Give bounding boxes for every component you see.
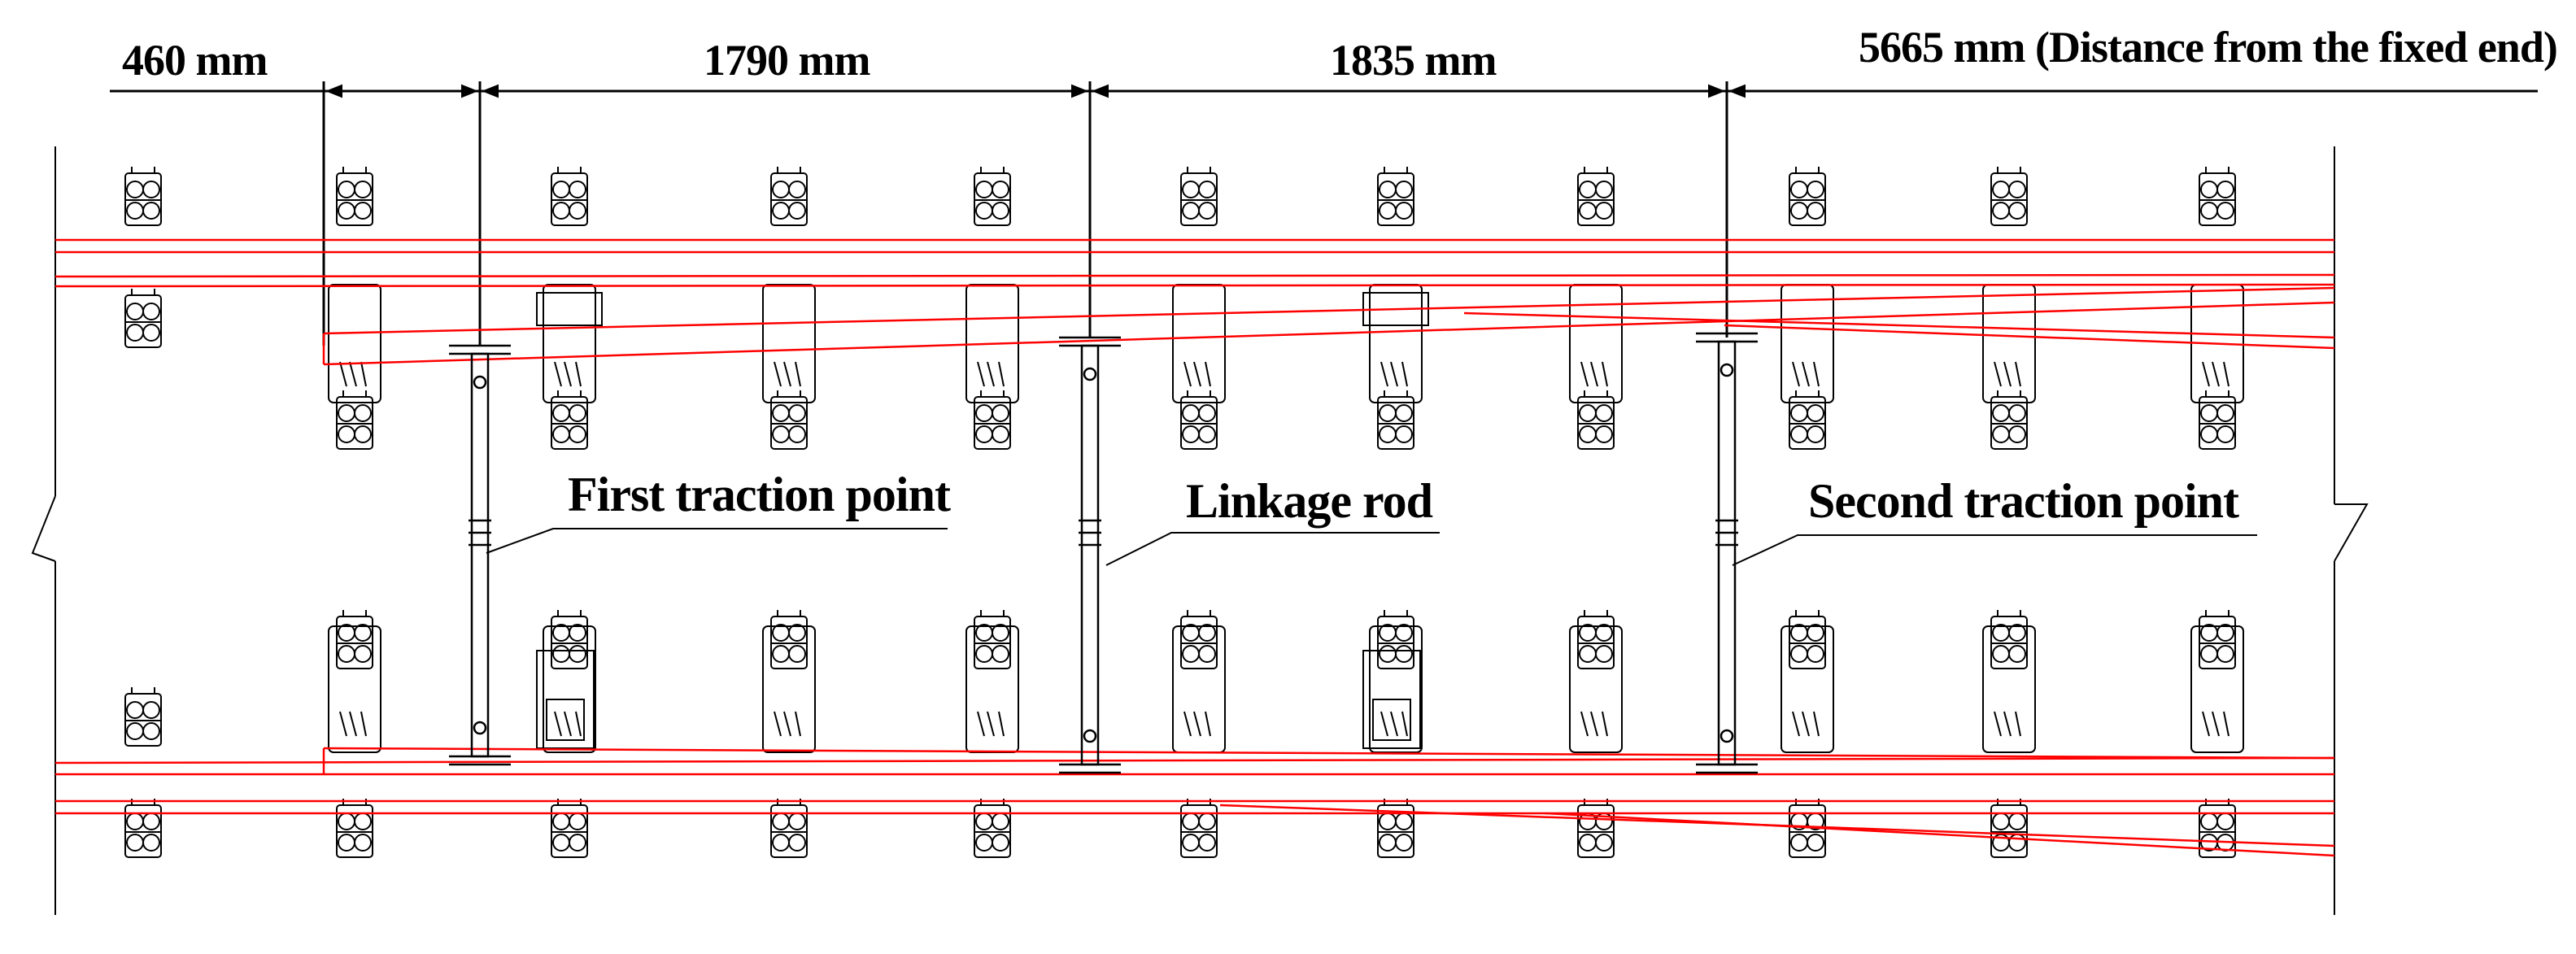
slide-plate: [1569, 625, 1623, 753]
slide-plate: [1369, 625, 1423, 753]
dimension-label-5665: 5665 mm (Distance from the fixed end): [1859, 23, 2557, 72]
fastener-clip: [1990, 167, 2028, 226]
switch-machine: [1362, 292, 1429, 749]
fastener-clip: [551, 799, 588, 858]
fastener-clip: [770, 390, 808, 450]
fastener-clip: [1789, 610, 1826, 669]
fastener-clip: [336, 390, 373, 450]
fastener-clip: [551, 610, 588, 669]
slide-plate: [1982, 284, 2036, 403]
slide-plate: [328, 625, 381, 753]
fastener-clip: [770, 610, 808, 669]
slide-plate: [328, 284, 381, 403]
slide-plate: [1172, 284, 1226, 403]
fastener-clip: [1990, 390, 2028, 450]
slide-plate: [1369, 284, 1423, 403]
fastener-clip: [770, 167, 808, 226]
fastener-clip: [551, 390, 588, 450]
fastener-clip: [1377, 799, 1414, 858]
fastener-clip: [1180, 799, 1218, 858]
fastener-clip: [124, 289, 162, 348]
fastener-clip: [1577, 799, 1615, 858]
fastener-clip: [1577, 167, 1615, 226]
fastener-clip: [1577, 390, 1615, 450]
fastener-clip: [336, 167, 373, 226]
traction-rod: [449, 344, 511, 766]
fastener-clip: [124, 799, 162, 858]
fastener-clip: [1180, 610, 1218, 669]
dimension-label-1790: 1790 mm: [704, 36, 870, 85]
fastener-clip: [2199, 390, 2236, 450]
slide-plate: [1569, 284, 1623, 403]
dimension-label-1835: 1835 mm: [1330, 36, 1497, 85]
fastener-clip: [1377, 167, 1414, 226]
slide-plate: [2190, 625, 2244, 753]
fastener-clip: [124, 687, 162, 747]
second-traction-point-label: Second traction point: [1808, 474, 2239, 528]
drawing-border: [31, 146, 2369, 915]
slide-plate: [1781, 625, 1834, 753]
fastener-clip: [770, 799, 808, 858]
fastener-clip: [974, 799, 1011, 858]
fastener-clip: [1377, 610, 1414, 669]
fastener-clip: [336, 610, 373, 669]
sleeper-fasteners: [124, 167, 2244, 858]
fastener-clip: [2199, 167, 2236, 226]
fastener-clip: [974, 610, 1011, 669]
fastener-clip: [1377, 390, 1414, 450]
fastener-clip: [124, 167, 162, 226]
fastener-clip: [2199, 610, 2236, 669]
fastener-clip: [1990, 610, 2028, 669]
slide-plate: [762, 284, 816, 403]
fastener-clip: [551, 167, 588, 226]
slide-plate: [1982, 625, 2036, 753]
dimension-lines: [110, 81, 2538, 346]
traction-rods: [449, 332, 1758, 774]
fastener-clip: [1990, 799, 2028, 858]
traction-rod: [1696, 332, 1758, 774]
traction-rod: [1059, 336, 1121, 774]
fastener-clip: [1577, 610, 1615, 669]
linkage-rod-label: Linkage rod: [1186, 474, 1433, 528]
slide-plate: [1781, 284, 1834, 403]
first-traction-point-label: First traction point: [568, 468, 951, 521]
rails: [54, 238, 2335, 857]
fastener-clip: [974, 167, 1011, 226]
fastener-clip: [974, 390, 1011, 450]
fastener-clip: [336, 799, 373, 858]
fastener-clip: [1180, 167, 1218, 226]
callout-leaders: [486, 528, 2257, 566]
dimension-label-460: 460 mm: [122, 36, 268, 85]
switch-machine: [536, 292, 603, 749]
fastener-clip: [1180, 390, 1218, 450]
fastener-clip: [1789, 167, 1826, 226]
slide-plate: [543, 625, 596, 753]
fastener-clip: [1789, 390, 1826, 450]
slide-plate: [762, 625, 816, 753]
slide-plate: [543, 284, 596, 403]
